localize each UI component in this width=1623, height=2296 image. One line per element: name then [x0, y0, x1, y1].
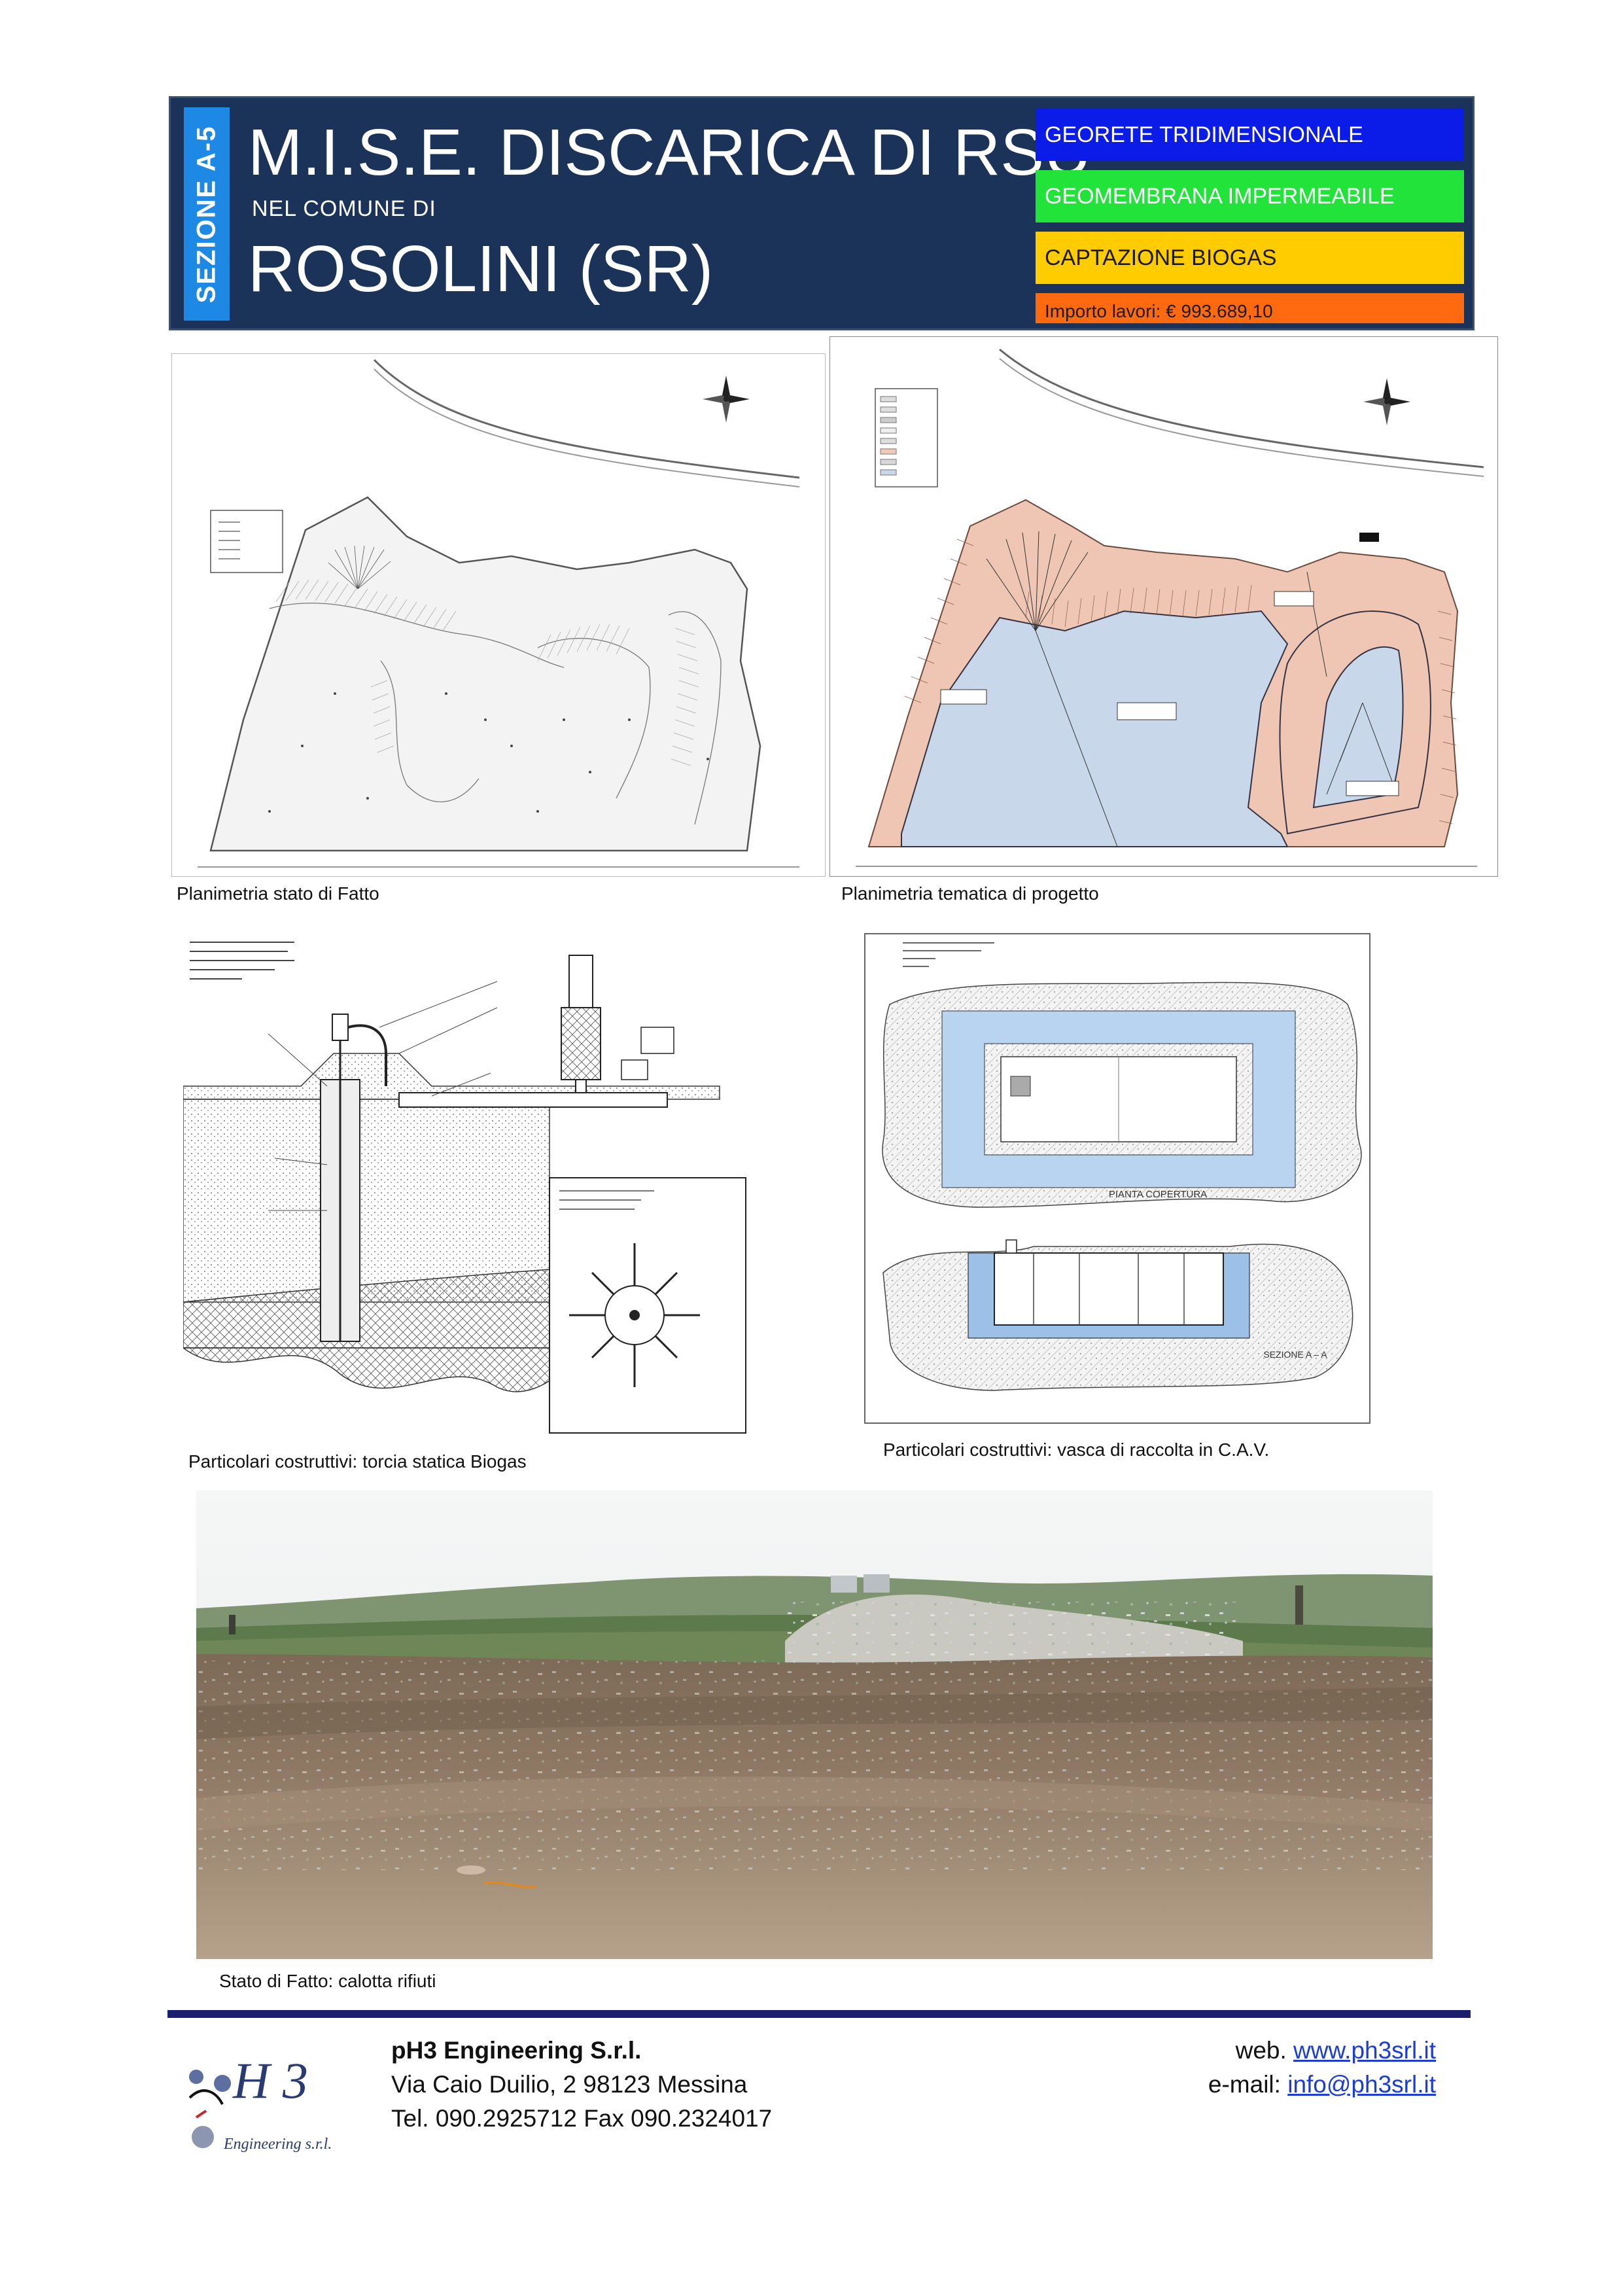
page-title: M.I.S.E. DISCARICA DI RSU [248, 116, 1092, 189]
company-phone: Tel. 090.2925712 Fax 090.2324017 [391, 2105, 773, 2132]
section-tab: SEZIONE A-5 [184, 107, 230, 321]
web-link[interactable]: www.ph3srl.it [1293, 2037, 1436, 2064]
web-row: web. www.ph3srl.it [1208, 2034, 1436, 2068]
photo-caption: Stato di Fatto: calotta rifiuti [219, 1971, 436, 1991]
page-city: ROSOLINI (SR) [248, 232, 714, 306]
email-label: e-mail: [1208, 2071, 1288, 2098]
plan-project-image [829, 336, 1499, 877]
compass-icon [703, 376, 750, 423]
email-link[interactable]: info@ph3srl.it [1287, 2071, 1436, 2098]
company-logo: H 3 Engineering s.r.l. [177, 2039, 393, 2157]
legend-item-georete: GEORETE TRIDIMENSIONALE [1036, 109, 1464, 161]
torch-detail-image [181, 929, 805, 1439]
header-banner: SEZIONE A-5 M.I.S.E. DISCARICA DI RSU NE… [169, 96, 1475, 330]
legend-item-biogas: CAPTAZIONE BIOGAS [1036, 232, 1464, 284]
tank-detail-caption: Particolari costruttivi: vasca di raccol… [883, 1439, 1270, 1460]
company-name: pH3 Engineering S.r.l. [391, 2037, 642, 2064]
plan-current-caption: Planimetria stato di Fatto [177, 883, 379, 904]
logo-mark: H 3 [232, 2052, 308, 2109]
site-photo [196, 1491, 1433, 1959]
plan-project-caption: Planimetria tematica di progetto [841, 883, 1099, 904]
company-contacts: web. www.ph3srl.it e-mail: info@ph3srl.i… [1208, 2034, 1436, 2102]
tank-detail-image: PIANTA COPERTURA SEZIONE A – A [864, 932, 1371, 1424]
footer-divider [167, 2010, 1471, 2018]
web-label: web. [1235, 2037, 1294, 2064]
section-tab-label: SEZIONE A-5 [192, 125, 221, 303]
page-subtitle: NEL COMUNE DI [252, 196, 436, 221]
legend-item-importo: Importo lavori: € 993.689,10 [1036, 293, 1464, 323]
tank-section-label: SEZIONE A – A [1263, 1349, 1327, 1360]
plan-current-image [171, 353, 826, 877]
work-legend: GEORETE TRIDIMENSIONALE GEOMEMBRANA IMPE… [1036, 109, 1464, 332]
torch-detail-caption: Particolari costruttivi: torcia statica … [188, 1451, 527, 1472]
compass-icon [1363, 378, 1410, 425]
legend-item-geomembrana: GEOMEMBRANA IMPERMEABILE [1036, 170, 1464, 222]
tank-plan-label: PIANTA COPERTURA [1109, 1189, 1207, 1200]
logo-subtext: Engineering s.r.l. [223, 2136, 332, 2153]
email-row: e-mail: info@ph3srl.it [1208, 2068, 1436, 2102]
company-info: pH3 Engineering S.r.l. Via Caio Duilio, … [391, 2034, 772, 2136]
company-address: Via Caio Duilio, 2 98123 Messina [391, 2071, 748, 2098]
